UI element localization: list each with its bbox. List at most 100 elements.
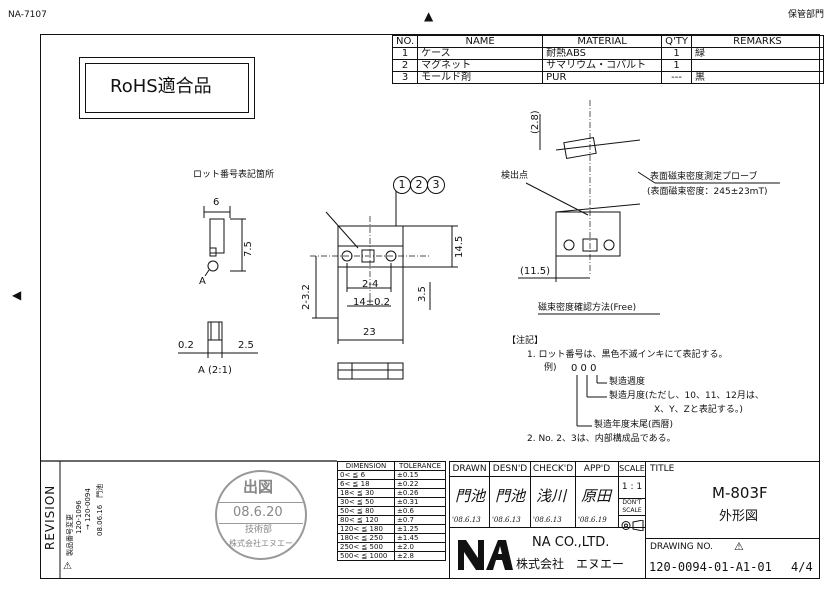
scale-label: SCALE (618, 461, 646, 477)
tol-value: ±0.31 (394, 497, 446, 507)
release-stamp: 出図 08.6.20 技術部 株式会社エヌエー (215, 470, 307, 560)
notes-title: 【注記】 (507, 336, 544, 346)
tol-value: ±0.22 (394, 479, 446, 489)
designed-label: DESN'D (489, 461, 531, 477)
dont-scale-label: DON'T SCALE (618, 498, 646, 516)
tol-value: ±0.15 (394, 470, 446, 480)
approved-signature-cell: 原田 '08.6.19 (575, 476, 619, 528)
title-block: DIMENSION TOLERANCE 0< ≦ 6±0.15 6< ≦ 18±… (337, 461, 820, 579)
checked-date: '08.6.13 (533, 516, 562, 524)
company-name-jp: 株式会社 エヌエー (516, 557, 625, 571)
tol-value: ±2.0 (394, 542, 446, 552)
tol-row: 30< ≦ 50±0.31 (337, 497, 446, 507)
drawing-number-cell: DRAWING NO. ⚠ 120-0094-01-A1-01 4/4 (645, 538, 820, 579)
parts-no: 3 (391, 71, 419, 84)
dim-0-2: 0.2 (178, 340, 194, 351)
tol-range: 50< ≦ 80 (337, 506, 395, 516)
dim-11-5: (11.5) (520, 266, 551, 277)
company-name-en: NA CO.,LTD. (532, 535, 610, 550)
na-logo (458, 540, 513, 570)
note-digits: 0 0 0 (571, 363, 597, 374)
approved-date: '08.6.19 (578, 516, 607, 524)
dim-2-8: (2.8) (530, 110, 541, 134)
stamp-company: 株式会社エヌエー (229, 539, 293, 548)
revision-line-3: → 120-0094 (84, 488, 92, 530)
tol-row: 80< ≦ 120±0.7 (337, 515, 446, 525)
doc-code: NA-7107 (8, 10, 47, 20)
tol-row: 18< ≦ 30±0.26 (337, 488, 446, 498)
tol-value: ±2.8 (394, 551, 446, 561)
dept-label: 保管部門 (788, 10, 825, 20)
detail-a-label: A (2:1) (198, 365, 232, 376)
tol-row: 6< ≦ 18±0.22 (337, 479, 446, 489)
parts-table: NO. NAME MATERIAL Q'TY REMARKS 1 ケース 耐熱A… (391, 35, 824, 84)
view-a-label: A (199, 276, 206, 287)
dim-6: 6 (213, 197, 220, 208)
scale-value: 1 : 1 (618, 476, 646, 499)
notes-leaders (576, 375, 607, 427)
tol-range: 0< ≦ 6 (337, 470, 395, 480)
title-label: TITLE (650, 464, 675, 474)
stamp-date: 08.6.20 (233, 505, 283, 520)
stamp-dept: 技術部 (245, 525, 273, 535)
tol-header-dim: DIMENSION (337, 461, 395, 471)
tol-range: 180< ≦ 250 (337, 533, 395, 543)
tol-row: 180< ≦ 250±1.45 (337, 533, 446, 543)
side-view (203, 206, 246, 277)
revision-label: REVISION (43, 484, 57, 550)
title-cell: TITLE M-803F 外形図 (645, 461, 820, 539)
approved-label: APP'D (575, 461, 619, 477)
note-month: 製造月度(ただし、10、11、12月は、 (609, 391, 764, 401)
revision-line-2: 120-1096 (75, 500, 83, 534)
designed-signature-cell: 門池 '08.6.13 (489, 476, 531, 528)
note-year: 製造年度末尾(西暦) (594, 420, 674, 430)
dim-23: 23 (363, 327, 376, 338)
drawing-number: 120-0094-01-A1-01 (649, 560, 772, 574)
tol-row: 250< ≦ 500±2.0 (337, 542, 446, 552)
checked-label: CHECK'D (530, 461, 576, 477)
drawn-date: '08.6.13 (452, 516, 481, 524)
company-cell: NA CO.,LTD. 株式会社 エヌエー (449, 527, 646, 579)
tol-range: 18< ≦ 30 (337, 488, 395, 498)
drawn-label: DRAWN (449, 461, 490, 477)
parts-remarks: 黒 (690, 71, 824, 84)
tol-row: 50< ≦ 80±0.6 (337, 506, 446, 516)
drawing-number-label: DRAWING NO. (650, 542, 713, 552)
lot-label: ロット番号表記箇所 (193, 170, 275, 180)
note-example: 例) (544, 363, 557, 373)
approved-signature: 原田 (581, 487, 612, 505)
dim-2-5: 2.5 (238, 340, 254, 351)
balloon-1: 1 (393, 176, 411, 194)
tol-range: 30< ≦ 50 (337, 497, 395, 507)
note-month-cont: X、Y、Zと表記する。) (654, 405, 743, 415)
designed-date: '08.6.13 (492, 516, 521, 524)
tol-range: 6< ≦ 18 (337, 479, 395, 489)
note-1: 1. ロット番号は、黒色不滅インキにて表記する。 (527, 350, 728, 360)
note-2: 2. No. 2、3は、内部構成品である。 (527, 434, 676, 444)
drawing-frame (40, 34, 820, 579)
center-mark: ▲ (424, 9, 434, 23)
tol-range: 80< ≦ 120 (337, 515, 395, 525)
tolerance-table: DIMENSION TOLERANCE 0< ≦ 6±0.15 6< ≦ 18±… (337, 461, 446, 561)
designed-signature: 門池 (495, 487, 526, 505)
dim-7-5: 7.5 (243, 241, 254, 257)
probe-label: 表面磁束密度測定プローブ (650, 172, 758, 182)
model-number: M-803F (712, 484, 768, 502)
dim-14: 14±0.2 (353, 297, 391, 308)
tol-value: ±0.26 (394, 488, 446, 498)
tol-range: 120< ≦ 180 (337, 524, 395, 534)
parts-material: PUR (542, 71, 663, 84)
drawing-number-rev-icon: ⚠ (734, 540, 744, 553)
tol-value: ±1.25 (394, 524, 446, 534)
parts-row: 2 マグネット サマリウム・コバルト 1 (391, 59, 824, 72)
tol-value: ±0.6 (394, 506, 446, 516)
measurement-setup (518, 100, 780, 315)
parts-name: モールド剤 (417, 71, 544, 84)
checked-signature-cell: 浅川 '08.6.13 (530, 476, 576, 528)
parts-row: 3 モールド剤 PUR --- 黒 (391, 71, 824, 84)
sheet-number: 4/4 (791, 560, 813, 574)
method-label: 磁束密度確認方法(Free) (538, 303, 637, 313)
drawn-signature-cell: 門池 '08.6.13 (449, 476, 490, 528)
checked-signature: 浅川 (536, 487, 567, 505)
